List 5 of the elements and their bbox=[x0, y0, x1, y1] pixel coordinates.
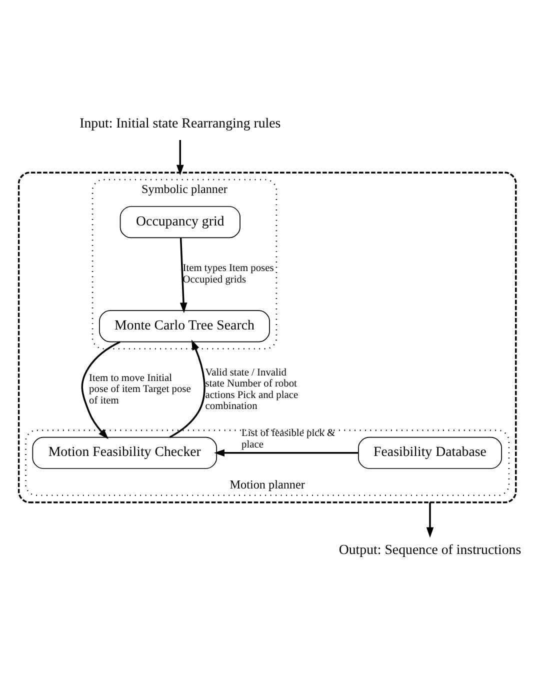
node-text: Output: Sequence of instructions bbox=[338, 543, 522, 558]
edge-label: Item to move Initial pose of item Target pose of item bbox=[89, 372, 191, 407]
edge-label: List of feasible pick & place bbox=[242, 428, 336, 450]
edge-label: Valid state / Invalid state Number of robot actions Pick and place combination bbox=[205, 367, 298, 412]
node-text: Input: Initial state Rearranging rules bbox=[80, 116, 281, 132]
